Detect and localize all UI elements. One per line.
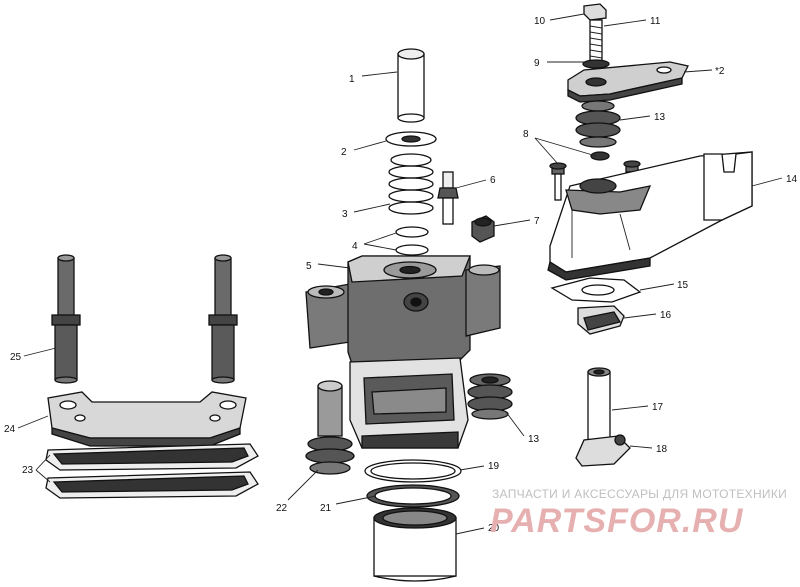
callout-23: 23 bbox=[22, 465, 34, 476]
part-3-spring bbox=[388, 153, 434, 215]
callout-19: 19 bbox=[488, 461, 500, 472]
part-13-boot-right bbox=[467, 373, 513, 420]
callout-24: 24 bbox=[4, 424, 16, 435]
callout-13-lower: 13 bbox=[528, 434, 540, 445]
watermark-caption: ЗАПЧАСТИ И АКСЕССУАРЫ ДЛЯ МОТОТЕХНИКИ bbox=[492, 487, 787, 501]
callout-1: 1 bbox=[349, 74, 355, 85]
callout-11: 11 bbox=[650, 16, 661, 27]
callout-9: 9 bbox=[534, 58, 540, 69]
callout-13-upper: 13 bbox=[654, 112, 666, 123]
part-17-actuator-shaft bbox=[587, 367, 611, 441]
part-19-piston-seal bbox=[364, 459, 462, 483]
part-2-washer bbox=[385, 131, 437, 147]
callout-3: 3 bbox=[342, 209, 348, 220]
part-5-caliper-body bbox=[305, 255, 501, 449]
callout-20: 20 bbox=[488, 523, 500, 534]
callout-12: *2 bbox=[715, 66, 725, 77]
callout-10: 10 bbox=[534, 16, 546, 27]
callout-14: 14 bbox=[786, 174, 798, 185]
part-22-pin-boot bbox=[305, 380, 355, 475]
callout-4: 4 bbox=[352, 241, 358, 252]
part-20-piston bbox=[373, 507, 457, 582]
callout-17: 17 bbox=[652, 402, 664, 413]
callout-6: 6 bbox=[490, 175, 496, 186]
part-1-slide-pin bbox=[397, 48, 425, 123]
part-10-nut bbox=[583, 3, 607, 21]
callout-15: 15 bbox=[677, 280, 689, 291]
part-9-lock-washer bbox=[582, 59, 610, 69]
part-25-guide-pin-right bbox=[208, 254, 238, 384]
callout-16: 16 bbox=[660, 310, 672, 321]
part-6-bleeder-valve bbox=[437, 171, 459, 225]
part-25-guide-pin-left bbox=[51, 254, 81, 384]
part-13-boot-upper bbox=[575, 100, 621, 148]
callout-25: 25 bbox=[10, 352, 22, 363]
part-21-dust-seal bbox=[366, 484, 460, 508]
callout-22: 22 bbox=[276, 503, 288, 514]
callout-18: 18 bbox=[656, 444, 668, 455]
part-11-adjuster-bolt bbox=[589, 19, 603, 67]
part-12-lever-arm bbox=[567, 61, 689, 103]
callout-2: 2 bbox=[341, 147, 347, 158]
part-18-cam-lever bbox=[575, 434, 631, 467]
part-24-mounting-bracket bbox=[47, 391, 247, 447]
callout-8: 8 bbox=[523, 129, 529, 140]
part-16-cam bbox=[577, 305, 625, 335]
callout-labels: 1 2 3 4 5 6 7 8 9 10 11 *2 13 14 15 16 1… bbox=[4, 16, 798, 534]
part-7-bleeder-cap bbox=[471, 215, 495, 243]
leader-lines bbox=[17, 13, 783, 535]
part-14-lever-bracket bbox=[547, 151, 753, 281]
watermark: ЗАПЧАСТИ И АКСЕССУАРЫ ДЛЯ МОТОТЕХНИКИ PA… bbox=[490, 487, 787, 540]
part-4-o-rings bbox=[395, 226, 429, 256]
part-15-gasket bbox=[550, 277, 642, 303]
callout-21: 21 bbox=[320, 503, 332, 514]
watermark-brand: PARTSFOR.RU bbox=[490, 502, 744, 540]
callout-7: 7 bbox=[534, 216, 540, 227]
part-23-shim-plates bbox=[45, 443, 259, 499]
callout-5: 5 bbox=[306, 261, 312, 272]
